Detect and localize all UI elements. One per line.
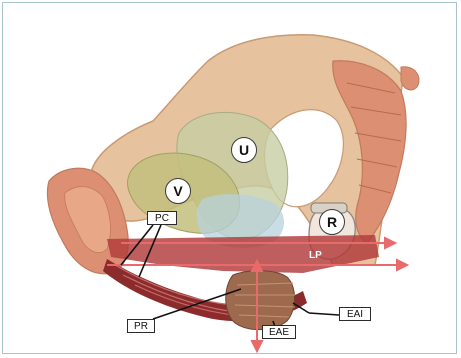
label-eai: EAI: [339, 307, 371, 321]
anal-sphincter: [226, 271, 295, 330]
label-pc: PC: [147, 211, 177, 225]
vagina-marker: V: [165, 178, 191, 204]
label-lp: LP: [309, 250, 322, 261]
coccyx-tip: [401, 67, 419, 90]
uterus-marker: U: [231, 137, 257, 163]
pelvic-floor-diagram: [3, 3, 457, 354]
label-eae: EAE: [262, 325, 296, 339]
levator-plate: [107, 235, 379, 273]
label-pr: PR: [127, 319, 155, 333]
rectum-marker: R: [319, 209, 345, 235]
diagram-frame: U V R PC PR LP EAE EAI: [2, 2, 457, 354]
